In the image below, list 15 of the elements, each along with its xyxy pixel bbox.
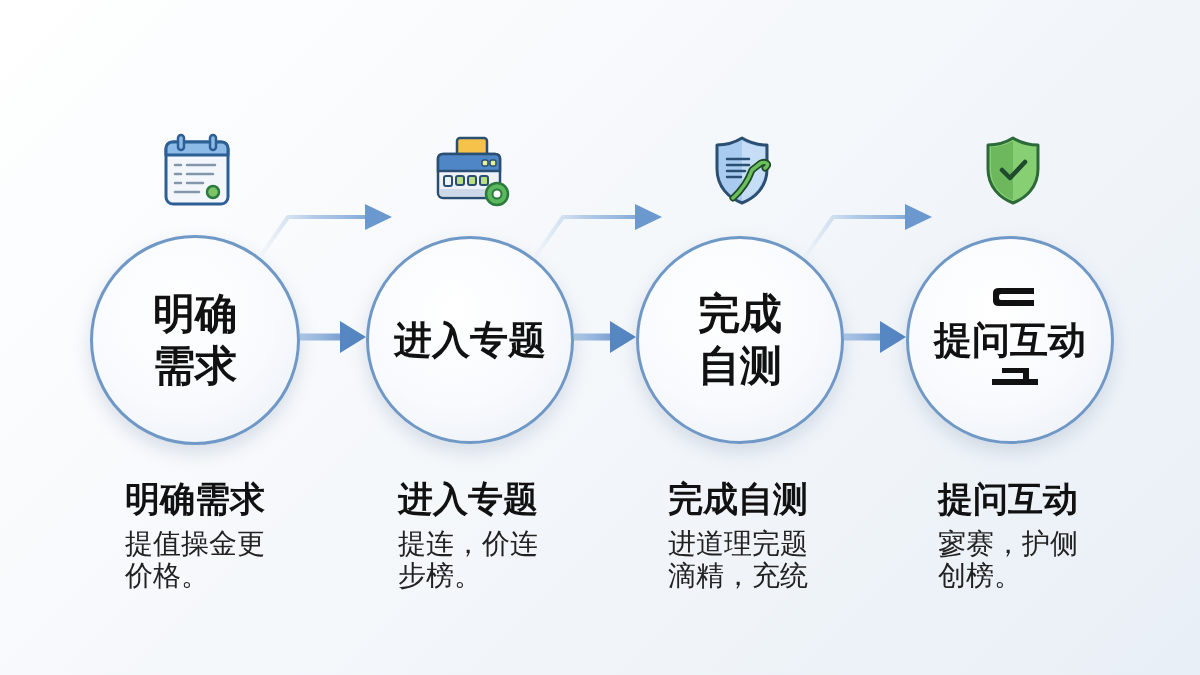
arrow (574, 321, 636, 353)
caption-heading: 明确需求 (125, 478, 266, 520)
step-label: 完成自测 (697, 288, 783, 392)
arrow (300, 321, 366, 353)
caption-text: 进道理完题滴精，充统 (668, 528, 809, 592)
caption-heading: 进入专题 (398, 478, 539, 520)
caption-heading: 完成自测 (668, 478, 809, 520)
step-label: 进入专题 (392, 317, 547, 363)
caption-text: 寥赛，护侧创榜。 (938, 528, 1079, 592)
step-label: 明确需求 (152, 288, 238, 392)
caption-heading: 提问互动 (938, 478, 1079, 520)
arrow (844, 321, 906, 353)
step-label: 提问互动 (932, 317, 1087, 363)
caption-text: 提值操金更价格。 (125, 528, 266, 592)
caption-text: 提连，价连步榜。 (398, 528, 539, 592)
